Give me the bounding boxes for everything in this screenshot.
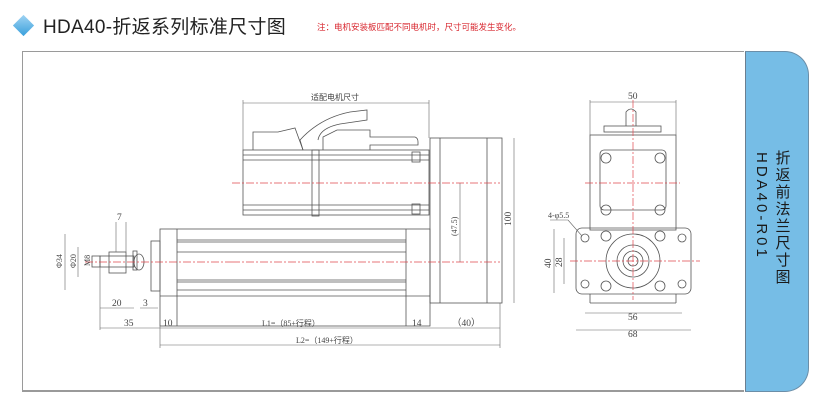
dim-10: 10	[163, 319, 173, 329]
motor-size-label: 适配电机尺寸	[311, 92, 359, 102]
dim-28: 28	[555, 257, 565, 267]
motor-outline	[242, 109, 430, 217]
side-tab-label-cn: 折返前法兰尺寸图	[775, 149, 791, 286]
dim-47-5: (47.5)	[450, 216, 459, 236]
dim-40: 40	[544, 258, 554, 268]
red-note: 注：电机安装板匹配不同电机时，尺寸可能发生变化。	[317, 23, 522, 33]
page-title: HDA40-折返系列标准尺寸图	[43, 16, 287, 38]
dim-m8: M8	[83, 255, 92, 266]
page-header: HDA40-折返系列标准尺寸图	[12, 10, 286, 40]
drawing-frame	[22, 51, 744, 392]
actuator-body	[159, 228, 431, 327]
dim-68: 68	[628, 330, 638, 340]
dim-14: 14	[412, 319, 422, 329]
dim-40-paren: （40）	[452, 317, 481, 329]
dim-20: 20	[112, 299, 122, 309]
dim-holes: 4-φ5.5	[548, 211, 569, 220]
side-tab-label-code: HDA40-R01	[753, 152, 770, 260]
dim-phi20: Φ20	[69, 254, 78, 268]
rod-end	[91, 240, 161, 292]
dim-56: 56	[628, 313, 638, 323]
dim-L1: L1=（85+行程）	[262, 318, 320, 328]
dim-L2: L2=（149+行程）	[296, 335, 358, 345]
dim-100: 100	[504, 212, 514, 227]
dim-3: 3	[143, 299, 148, 309]
dim-phi34: Φ34	[55, 254, 64, 268]
front-flange-view	[575, 108, 692, 304]
dim-7: 7	[117, 213, 122, 223]
side-tab: 折返前法兰尺寸图 HDA40-R01	[745, 51, 809, 392]
return-housing	[429, 137, 503, 304]
dim-35: 35	[124, 319, 134, 329]
dim-50: 50	[628, 92, 638, 102]
